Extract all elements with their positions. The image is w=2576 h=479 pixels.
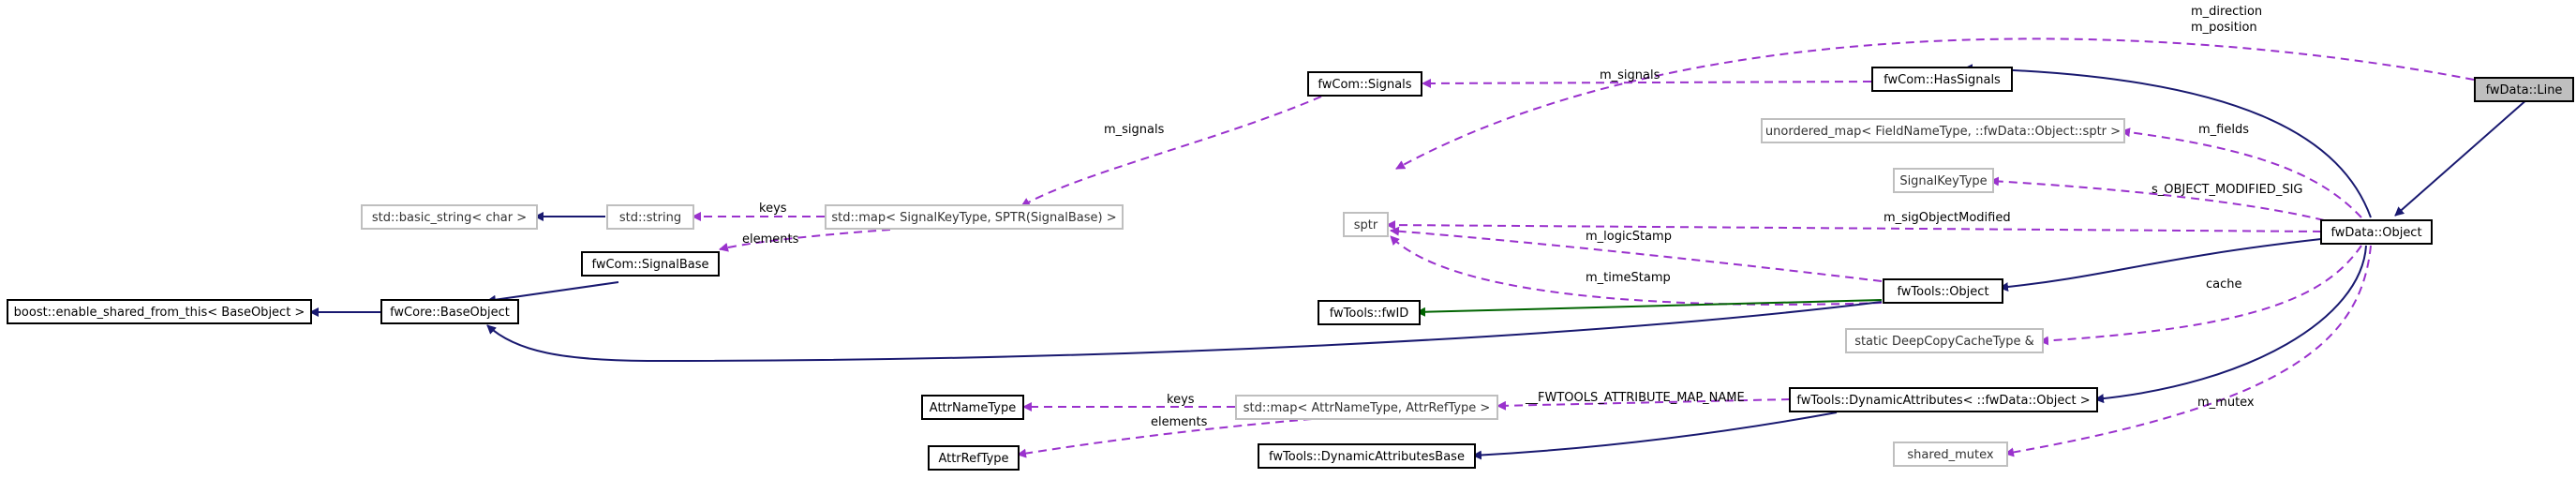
node-dynamic-attributes-base[interactable]: fwTools::DynamicAttributesBase (1258, 443, 1476, 469)
edge-label-m-fields: m_fields (2198, 123, 2249, 137)
edge-label-m-signals-top: m_signals (1600, 68, 1660, 82)
edge-label-elements-bottom: elements (1151, 415, 1208, 429)
node-label: fwTools::DynamicAttributesBase (1269, 450, 1465, 464)
node-fwtools-object[interactable]: fwTools::Object (1883, 278, 2003, 304)
edge-data-object-to-has-signals (1963, 64, 2372, 218)
node-fwtools-fwid[interactable]: fwTools::fwID (1318, 300, 1421, 325)
edge-label-m-mutex: m_mutex (2197, 396, 2255, 410)
edge-line-to-sptr (1395, 37, 2475, 170)
edge-data-object-to-tools-object (1999, 238, 2322, 292)
edge-label-fwtools-attribute-map-name: __FWTOOLS_ATTRIBUTE_MAP_NAME (1525, 391, 1745, 405)
node-fwdata-line[interactable]: fwData::Line (2474, 77, 2574, 102)
node-std-map-signal[interactable]: std::map< SignalKeyType, SPTR(SignalBase… (825, 204, 1124, 230)
node-fwcore-baseobject[interactable]: fwCore::BaseObject (380, 299, 519, 324)
edge-tools-object-to-sptr-time (1390, 235, 1883, 306)
node-label: AttrRefType (938, 452, 1008, 466)
edge-tools-object-to-base-object (486, 301, 1883, 363)
node-label: fwCom::Signals (1318, 78, 1411, 92)
node-shared-mutex[interactable]: shared_mutex (1893, 442, 2008, 467)
node-label: fwData::Object (2330, 226, 2421, 240)
edge-label-keys-top: keys (759, 202, 787, 216)
edge-tools-object-to-fwid (1416, 299, 1883, 317)
edges (309, 37, 2529, 460)
edge-label-m-time-stamp: m_timeStamp (1586, 271, 1671, 285)
edge-labels: m_direction m_position m_signals m_signa… (742, 5, 2302, 429)
node-fwcom-hassignals[interactable]: fwCom::HasSignals (1871, 67, 2013, 92)
edge-std-map-to-signal-base (719, 229, 891, 252)
edge-label-m-logic-stamp: m_logicStamp (1586, 230, 1672, 244)
node-fwdata-object[interactable]: fwData::Object (2320, 219, 2433, 245)
node-dynamic-attributes[interactable]: fwTools::DynamicAttributes< ::fwData::Ob… (1789, 387, 2098, 412)
node-label: fwCom::HasSignals (1884, 73, 2001, 87)
node-label: shared_mutex (1907, 448, 1994, 462)
edge-data-object-to-sptr (1386, 220, 2322, 232)
edge-dynamic-attributes-to-base (1472, 412, 1838, 460)
edge-signals-to-std-map (1020, 96, 1322, 207)
node-label: fwTools::Object (1897, 285, 1988, 299)
edge-has-signals-to-signals (1422, 78, 1872, 88)
edge-signal-base-to-base-object (486, 281, 619, 305)
node-fwcom-signals[interactable]: fwCom::Signals (1307, 71, 1422, 97)
edge-data-object-to-unordered-map (2121, 127, 2362, 218)
node-std-map-attr[interactable]: std::map< AttrNameType, AttrRefType > (1235, 395, 1498, 420)
node-enable-shared-from-this[interactable]: boost::enable_shared_from_this< BaseObje… (7, 299, 312, 324)
node-signal-key-type[interactable]: SignalKeyType (1893, 168, 1994, 193)
node-std-string[interactable]: std::string (606, 204, 694, 230)
node-static-deep-copy-cache[interactable]: static DeepCopyCacheType & (1845, 328, 2044, 353)
edge-data-object-to-signal-key-type (1989, 176, 2325, 221)
edge-data-object-to-dynamic-attributes (2094, 245, 2367, 404)
node-label: sptr (1354, 218, 1378, 232)
edge-label-m-position: m_position (2191, 21, 2257, 35)
node-label: unordered_map< FieldNameType, ::fwData::… (1765, 125, 2121, 139)
node-label: fwData::Line (2486, 83, 2563, 97)
nodes: fwData::Line fwData::Object fwCom::HasSi… (7, 67, 2574, 471)
node-label: static DeepCopyCacheType & (1854, 335, 2034, 349)
node-attr-name-type[interactable]: AttrNameType (921, 395, 1024, 420)
node-label: fwTools::fwID (1330, 307, 1409, 321)
edge-label-m-sig-object-modified: m_sigObjectModified (1884, 211, 2011, 225)
edge-tools-object-to-sptr-logic (1390, 226, 1883, 282)
edge-label-cache: cache (2206, 277, 2242, 292)
node-label: boost::enable_shared_from_this< BaseObje… (14, 306, 305, 320)
edge-data-object-to-deep-copy (2039, 245, 2362, 346)
node-label: std::map< SignalKeyType, SPTR(SignalBase… (831, 211, 1116, 225)
edge-label-elements-top: elements (742, 232, 799, 247)
node-fwcom-signalbase[interactable]: fwCom::SignalBase (581, 251, 720, 277)
edge-label-m-signals-left: m_signals (1104, 123, 1165, 137)
edge-label-s-object-modified-sig: s_OBJECT_MODIFIED_SIG (2152, 183, 2302, 197)
node-basic-string[interactable]: std::basic_string< char > (361, 204, 538, 230)
node-label: SignalKeyType (1899, 174, 1987, 188)
edge-label-m-direction: m_direction (2191, 5, 2262, 19)
node-sptr[interactable]: sptr (1343, 212, 1389, 237)
node-label: fwCom::SignalBase (591, 258, 708, 272)
node-label: AttrNameType (930, 401, 1016, 415)
node-label: fwTools::DynamicAttributes< ::fwData::Ob… (1796, 394, 2090, 408)
node-label: std::basic_string< char > (372, 211, 527, 225)
edge-data-object-to-shared-mutex (2004, 245, 2372, 457)
node-attr-ref-type[interactable]: AttrRefType (928, 445, 1020, 471)
edge-line-to-data-object (2394, 97, 2529, 217)
edge-std-map-attr-to-attr-ref (1017, 418, 1313, 458)
edge-label-keys-bottom: keys (1167, 393, 1195, 407)
node-label: std::map< AttrNameType, AttrRefType > (1243, 401, 1491, 415)
node-unordered-map[interactable]: unordered_map< FieldNameType, ::fwData::… (1761, 118, 2125, 143)
node-label: std::string (619, 211, 681, 225)
edge-dynamic-attributes-to-std-map-attr (1496, 398, 1791, 411)
node-label: fwCore::BaseObject (390, 306, 510, 320)
